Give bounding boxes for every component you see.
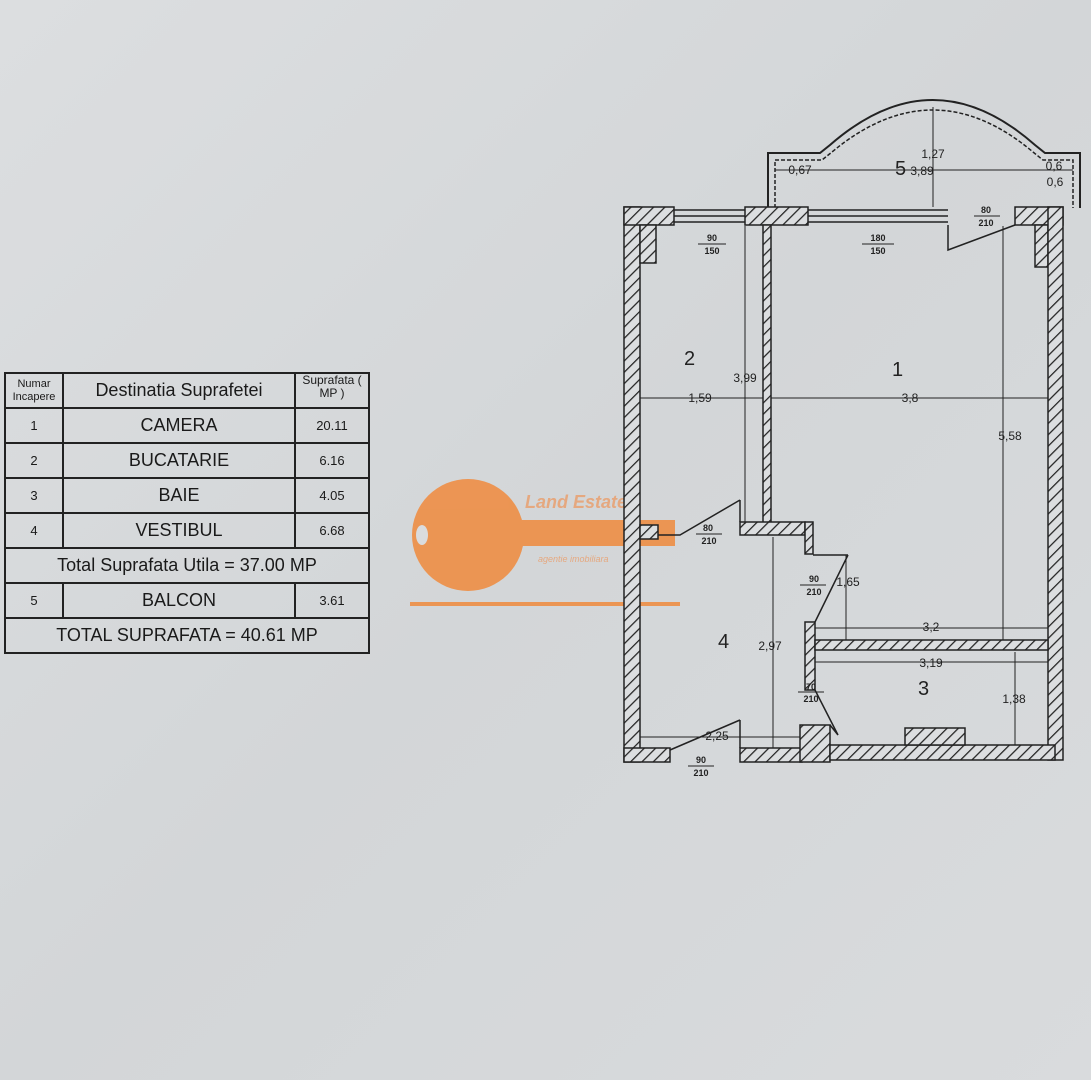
dimension-label: 1,59 xyxy=(688,391,712,405)
subtotal: Total Suprafata Utila = 37.00 MP xyxy=(4,547,370,584)
wall xyxy=(739,747,803,763)
watermark-brand: Land Estate xyxy=(525,492,627,512)
room-label: 1 xyxy=(892,359,903,381)
room-number: 3 xyxy=(4,477,64,514)
room-name: VESTIBUL xyxy=(62,512,296,549)
dimension-label: 3,89 xyxy=(910,164,934,178)
balcony-outline xyxy=(767,99,1081,208)
header-destination: Destinatia Suprafetei xyxy=(62,372,296,409)
window xyxy=(674,209,745,223)
opening-height: 210 xyxy=(693,768,708,778)
opening-height: 150 xyxy=(870,246,885,256)
wall xyxy=(829,744,1056,761)
area-table: Numar Incapere Destinatia Suprafetei Sup… xyxy=(4,372,370,654)
dimension-label: 0,6 xyxy=(1046,159,1063,173)
dimension-label: 1,38 xyxy=(1002,692,1026,706)
opening-width: 80 xyxy=(981,205,991,215)
wall xyxy=(814,639,1049,651)
dimension-label: 2,25 xyxy=(705,729,729,743)
dimension-label: 5,58 xyxy=(998,429,1022,443)
wall xyxy=(762,224,772,526)
door-swing xyxy=(814,689,839,736)
dimension-label: 0,67 xyxy=(788,163,812,177)
opening-height: 150 xyxy=(704,246,719,256)
door-swing xyxy=(658,499,741,536)
wall xyxy=(639,224,657,264)
wall xyxy=(639,524,659,540)
opening-width: 80 xyxy=(703,523,713,533)
door-swing xyxy=(813,554,849,623)
header-number: Numar Incapere xyxy=(4,372,64,409)
opening-height: 210 xyxy=(701,536,716,546)
room-label: 3 xyxy=(918,678,929,700)
wall xyxy=(623,206,675,226)
room-label: 5 xyxy=(895,158,906,180)
header-area: Suprafata ( MP ) xyxy=(294,372,370,409)
wall xyxy=(1047,206,1064,761)
dimension-lines xyxy=(640,107,1073,748)
room-number: 1 xyxy=(4,407,64,444)
total: TOTAL SUPRAFATA = 40.61 MP xyxy=(4,617,370,654)
room-area: 4.05 xyxy=(294,477,370,514)
room-area: 6.68 xyxy=(294,512,370,549)
opening-width: 70 xyxy=(806,682,816,692)
room-label: 4 xyxy=(718,631,729,653)
dimension-label: 3,99 xyxy=(733,371,757,385)
dimension-label: 0,6 xyxy=(1047,175,1064,189)
room-name: BALCON xyxy=(62,582,296,619)
wall xyxy=(904,727,966,746)
dimension-label: 1,27 xyxy=(921,147,945,161)
opening-height: 210 xyxy=(803,694,818,704)
door-swing xyxy=(669,719,741,751)
watermark-tagline: agentie imobiliara xyxy=(538,554,609,564)
room-name: CAMERA xyxy=(62,407,296,444)
opening-width: 90 xyxy=(696,755,706,765)
dimension-label: 3,2 xyxy=(923,620,940,634)
opening-width: 90 xyxy=(707,233,717,243)
opening-height: 210 xyxy=(806,587,821,597)
wall xyxy=(799,724,831,763)
room-area: 20.11 xyxy=(294,407,370,444)
wall xyxy=(804,621,816,691)
dimension-label: 3,19 xyxy=(919,656,943,670)
wall xyxy=(739,521,806,536)
wall xyxy=(744,206,809,226)
room-number: 4 xyxy=(4,512,64,549)
wall xyxy=(1034,224,1049,268)
room-area: 3.61 xyxy=(294,582,370,619)
room-name: BUCATARIE xyxy=(62,442,296,479)
window xyxy=(808,209,948,223)
opening-width: 180 xyxy=(870,233,885,243)
room-number: 5 xyxy=(4,582,64,619)
opening-width: 90 xyxy=(809,574,819,584)
room-number: 2 xyxy=(4,442,64,479)
wall xyxy=(623,747,671,763)
wall xyxy=(804,521,814,555)
dimension-label: 1,65 xyxy=(836,575,860,589)
opening-height: 210 xyxy=(978,218,993,228)
dimension-label: 2,97 xyxy=(758,639,782,653)
room-name: BAIE xyxy=(62,477,296,514)
door-swing xyxy=(947,224,1016,252)
room-area: 6.16 xyxy=(294,442,370,479)
dimension-label: 3,8 xyxy=(902,391,919,405)
wall xyxy=(623,206,641,763)
room-label: 2 xyxy=(684,348,695,370)
